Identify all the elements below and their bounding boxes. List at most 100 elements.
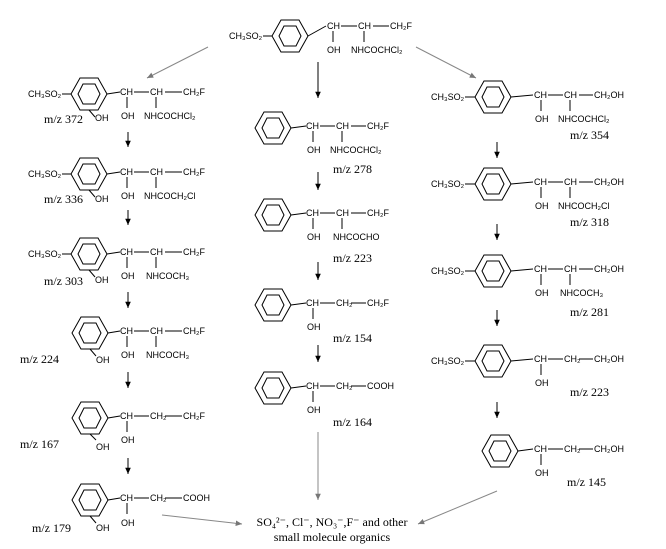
ch2-label: CH₂ — [336, 381, 353, 391]
ch2-label: CH₂ — [564, 354, 581, 364]
ch2f-label: CH₂F — [367, 208, 389, 218]
ch2f-label: CH₂F — [183, 247, 205, 257]
ch2f-label: CH₂F — [183, 167, 205, 177]
ch-label: CH — [306, 298, 319, 308]
oh-label: OH — [535, 378, 549, 388]
nhcoch3-label: NHCOCH₃ — [146, 350, 189, 360]
oh-label: OH — [535, 468, 549, 478]
oh-label: OH — [121, 111, 135, 121]
ch2f-label: CH₂F — [183, 87, 205, 97]
compound-mz-372: CH₃SO₂ OH CH CH CH₂F OH NHCOCHCl₂ m/z 37… — [28, 77, 205, 126]
mz-223-middle-label: m/z 223 — [333, 251, 372, 265]
ch-label: CH — [120, 167, 133, 177]
compound-mz-154: CH CH₂ CH₂F OH m/z 154 — [254, 288, 389, 345]
compound-mz-318: CH₃SO₂ CH CH CH₂OH OH NHCOCH₂Cl m/z 318 — [431, 167, 624, 229]
mz-224-label: m/z 224 — [20, 352, 59, 366]
arrow-to-products-right — [417, 490, 498, 525]
ch2f-label: CH₂F — [183, 411, 205, 421]
compound-mz-303: CH₃SO₂ OH CH CH CH₂F OH NHCOCH₃ m/z 303 — [28, 237, 205, 288]
ch-label: CH — [150, 167, 163, 177]
mz-281-label: m/z 281 — [570, 305, 609, 319]
parent-compound: CH₃SO₂ CH CH CH₂F OH NHCOCHCl₂ — [229, 19, 412, 55]
mz-318-label: m/z 318 — [570, 215, 609, 229]
mz-278-label: m/z 278 — [333, 162, 372, 176]
ch2oh-label: CH₂OH — [594, 177, 624, 187]
ch3so2-label: CH₃SO₂ — [431, 179, 465, 189]
ch2f-label: CH₂F — [367, 298, 389, 308]
arrow-to-products-left — [161, 514, 243, 527]
nhcoch2cl-label: NHCOCH₂Cl — [144, 191, 196, 201]
oh-label: OH — [95, 194, 109, 204]
compound-mz-164: CH CH₂ COOH OH m/z 164 — [254, 371, 394, 429]
oh-label: OH — [535, 288, 549, 298]
mz-303-label: m/z 303 — [44, 274, 83, 288]
ch-label: CH — [120, 326, 133, 336]
nhcocl2-label: NHCOCHCl₂ — [144, 111, 196, 121]
ch-label: CH — [120, 247, 133, 257]
ch2oh-label: CH₂OH — [594, 444, 624, 454]
cooh-label: COOH — [183, 493, 210, 503]
nhcoch3-label: NHCOCH₃ — [146, 271, 189, 281]
oh-label: OH — [307, 232, 321, 242]
ch-label: CH — [120, 493, 133, 503]
compound-mz-278: CH CH CH₂F OH NHCOCHCl₂ m/z 278 — [254, 111, 389, 176]
compound-mz-354: CH₃SO₂ CH CH CH₂OH OH NHCOCHCl₂ m/z 354 — [431, 80, 624, 142]
ch2f-label: CH₂F — [390, 21, 412, 31]
oh-label: OH — [307, 405, 321, 415]
ch2f-label: CH₂F — [183, 326, 205, 336]
oh-label: OH — [121, 271, 135, 281]
compound-mz-281: CH₃SO₂ CH CH CH₂OH OH NHCOCH₃ m/z 281 — [431, 254, 624, 319]
ch-label: CH — [306, 208, 319, 218]
ch-label: CH — [120, 411, 133, 421]
oh-label: OH — [96, 523, 110, 533]
nhcoch2cl-label: NHCOCH₂Cl — [558, 201, 610, 211]
mz-145-label: m/z 145 — [567, 475, 606, 489]
ch-label: CH — [358, 21, 371, 31]
oh-label: OH — [96, 442, 110, 452]
ch2oh-label: CH₂OH — [594, 264, 624, 274]
ch-label: CH — [327, 21, 340, 31]
compound-mz-336: CH₃SO₂ OH CH CH CH₂F OH NHCOCH₂Cl m/z 33… — [28, 157, 205, 206]
ch3so2-label: CH₃SO₂ — [229, 31, 263, 41]
oh-label: OH — [307, 322, 321, 332]
final-products: SO₄²⁻, Cl⁻, NO₃⁻,F⁻ and other small mole… — [257, 515, 408, 544]
ch-label: CH — [534, 354, 547, 364]
nhcoch3-label: NHCOCH₃ — [560, 288, 603, 298]
arrow-to-right-branch — [415, 46, 477, 79]
ch2oh-label: CH₂OH — [594, 354, 624, 364]
oh-label: OH — [535, 201, 549, 211]
compound-mz-167: OH CH CH₂ CH₂F OH m/z 167 — [20, 401, 205, 452]
final-products-line-1: SO₄²⁻, Cl⁻, NO₃⁻,F⁻ and other — [257, 515, 408, 529]
ch-label: CH — [534, 264, 547, 274]
ch-label: CH — [306, 381, 319, 391]
ch-label: CH — [564, 90, 577, 100]
oh-label: OH — [121, 350, 135, 360]
oh-label: OH — [535, 114, 549, 124]
mz-179-label: m/z 179 — [32, 521, 71, 535]
final-products-line-2: small molecule organics — [274, 530, 391, 544]
ch2-label: CH₂ — [150, 493, 167, 503]
oh-label: OH — [121, 435, 135, 445]
ch3so2-label: CH₃SO₂ — [28, 89, 62, 99]
nhcocl2-label: NHCOCHCl₂ — [330, 145, 382, 155]
ch-label: CH — [306, 121, 319, 131]
ch3so2-label: CH₃SO₂ — [28, 169, 62, 179]
mz-336-label: m/z 336 — [44, 192, 83, 206]
oh-label: OH — [95, 113, 109, 123]
oh-label: OH — [121, 518, 135, 528]
ch-label: CH — [564, 264, 577, 274]
mz-354-label: m/z 354 — [570, 128, 609, 142]
ch-label: CH — [120, 87, 133, 97]
ch-label: CH — [336, 208, 349, 218]
arrow-to-left-branch — [146, 46, 209, 79]
compound-mz-224: OH CH CH CH₂F OH NHCOCH₃ m/z 224 — [20, 316, 205, 366]
ch3so2-label: CH₃SO₂ — [431, 356, 465, 366]
mz-372-label: m/z 372 — [44, 112, 83, 126]
cooh-label: COOH — [367, 381, 394, 391]
compound-mz-179: OH CH CH₂ COOH OH m/z 179 — [32, 483, 210, 535]
oh-label: OH — [96, 355, 110, 365]
ch-label: CH — [150, 87, 163, 97]
oh-label: OH — [95, 275, 109, 285]
